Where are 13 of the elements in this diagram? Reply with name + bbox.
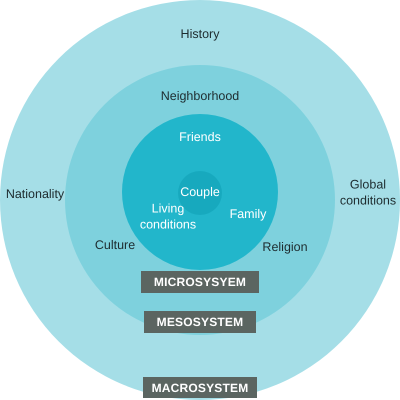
layer-label: Couple: [180, 185, 220, 201]
layer-name-banner: MESOSYSTEM: [144, 311, 256, 333]
layer-label: Culture: [94, 238, 136, 254]
layer-label: History: [180, 27, 220, 43]
layer-label: Religion: [262, 240, 308, 256]
layer-label: Global conditions: [338, 177, 398, 209]
layer-label: Living conditions: [138, 201, 198, 233]
layer-name-banner: MICROSYSYEM: [141, 271, 259, 293]
layer-label: Neighborhood: [160, 89, 240, 105]
layer-label: Nationality: [6, 187, 64, 203]
layer-label: Friends: [179, 130, 221, 146]
layer-name-banner: MACROSYSTEM: [143, 377, 257, 398]
layer-label: Family: [230, 207, 266, 223]
